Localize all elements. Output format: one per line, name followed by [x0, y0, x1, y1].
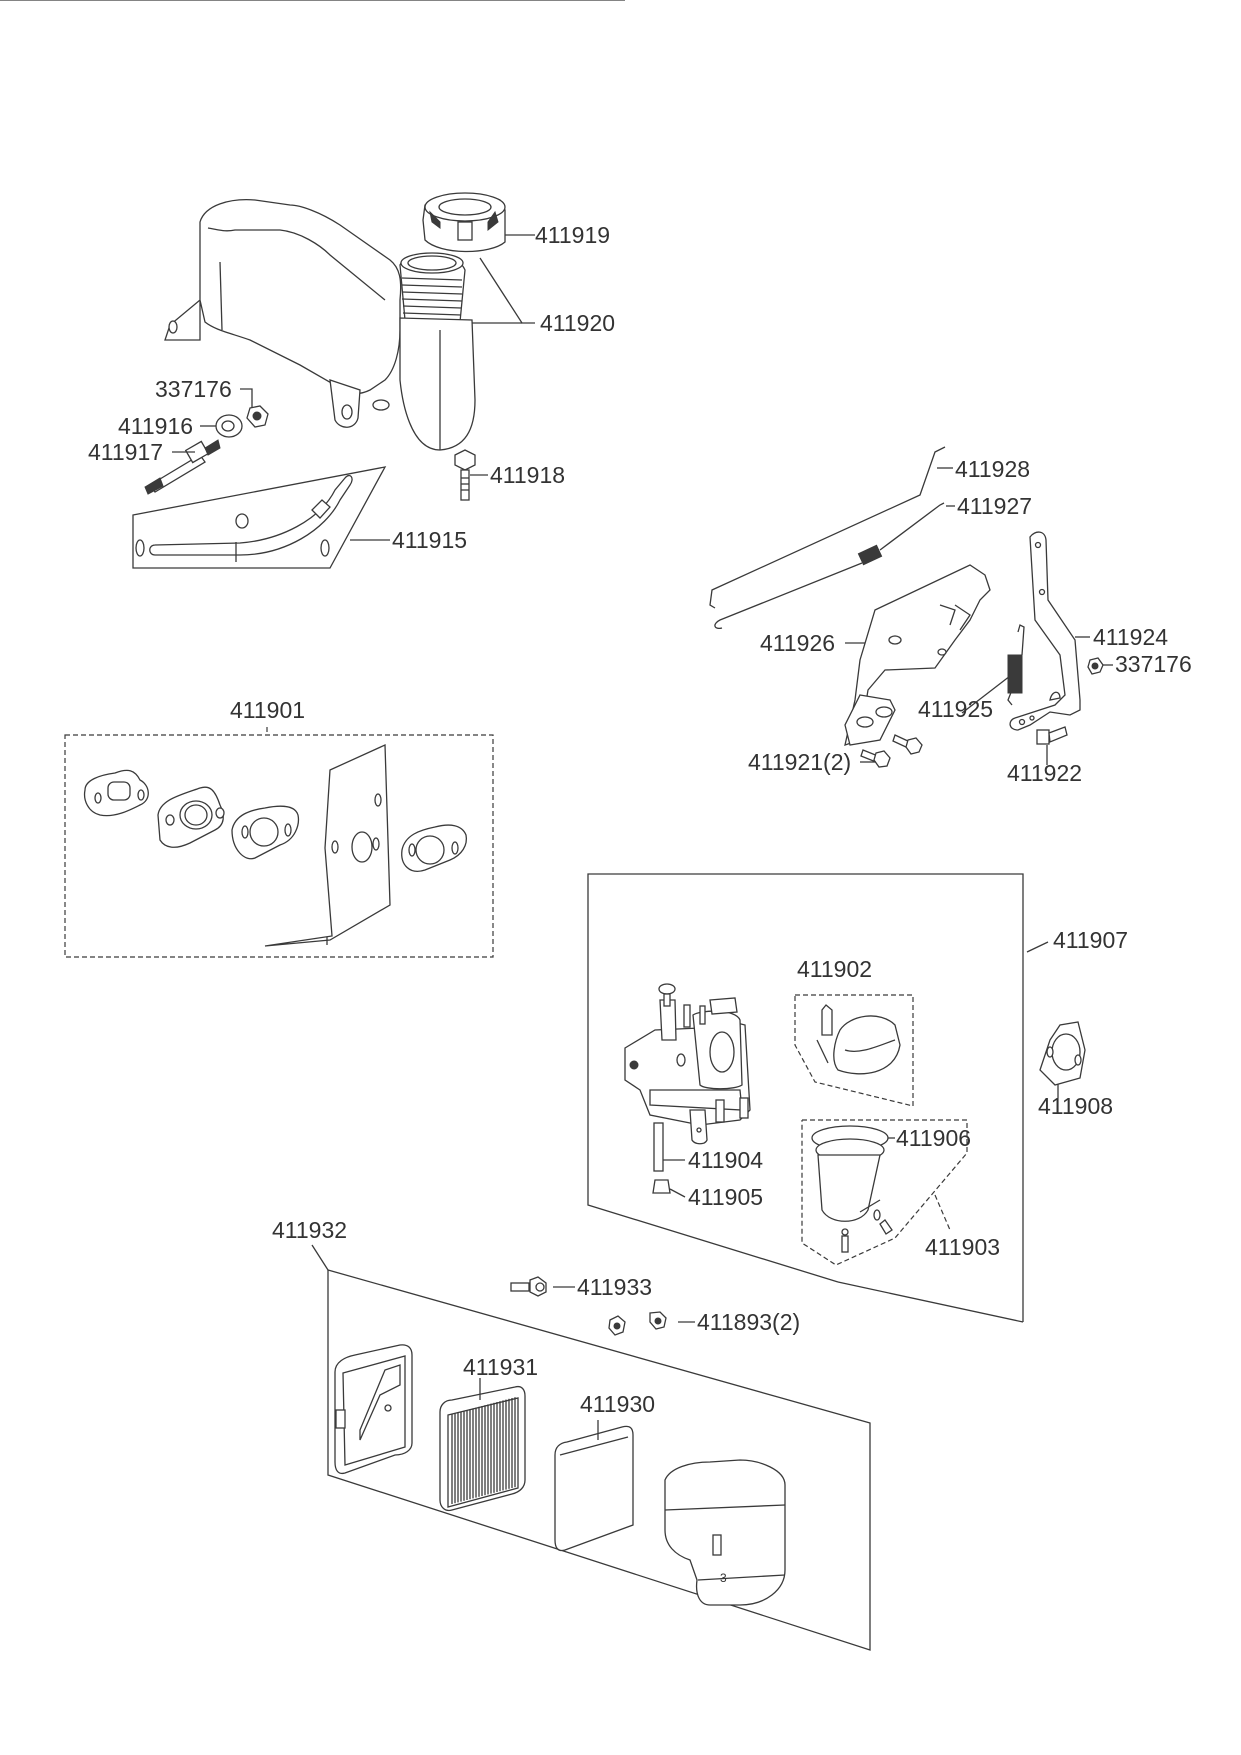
- tank-bolt[interactable]: [454, 449, 476, 501]
- emulsion-tube[interactable]: [653, 1122, 685, 1172]
- part-label-411926[interactable]: 411926: [760, 630, 835, 656]
- part-label-411925[interactable]: 411925: [918, 696, 993, 722]
- part-label-411907[interactable]: 411907: [1053, 927, 1128, 953]
- carburetor-body[interactable]: [624, 983, 751, 1145]
- lever-screw[interactable]: [1036, 726, 1068, 745]
- part-label-411920[interactable]: 411920: [540, 310, 615, 336]
- gasket-kit-group: 411901: [64, 697, 494, 958]
- part-label-411905[interactable]: 411905: [688, 1184, 763, 1210]
- carburetor-boundary: [587, 873, 1024, 1322]
- part-label-411922[interactable]: 411922: [1007, 760, 1082, 786]
- gasket-2[interactable]: [231, 805, 300, 860]
- part-label-411932[interactable]: 411932: [272, 1217, 347, 1243]
- carburetor-gasket[interactable]: [1039, 1021, 1086, 1098]
- heat-shield[interactable]: [264, 744, 391, 947]
- part-label-411921[interactable]: 411921(2): [748, 749, 851, 775]
- gasket-kit-boundary: [64, 734, 494, 958]
- governor-bracket[interactable]: [844, 564, 991, 746]
- cover-mark: 3: [720, 1571, 727, 1585]
- fuel-line-kit[interactable]: [132, 466, 387, 569]
- lever-nut[interactable]: [1087, 657, 1104, 675]
- bracket-bolts[interactable]: [860, 734, 923, 768]
- air-filter-nuts[interactable]: [0, 0, 695, 1336]
- governor-spring[interactable]: [1007, 624, 1025, 706]
- part-label-411916[interactable]: 411916: [118, 413, 193, 439]
- fuel-tank[interactable]: [164, 199, 402, 395]
- part-label-411924[interactable]: 411924: [1093, 624, 1168, 650]
- drain-plug[interactable]: [652, 1179, 686, 1198]
- air-filter-base[interactable]: [334, 1344, 413, 1475]
- air-filter-boundary: [327, 1269, 871, 1651]
- governor-linkage-group: 411928 411927 411926 411924 337176 41192…: [709, 446, 1192, 786]
- part-label-411927[interactable]: 411927: [957, 493, 1032, 519]
- float-kit[interactable]: [816, 1004, 901, 1075]
- part-label-411893[interactable]: 411893(2): [697, 1309, 800, 1335]
- part-label-411908[interactable]: 411908: [1038, 1093, 1113, 1119]
- part-label-411930[interactable]: 411930: [580, 1391, 655, 1417]
- gasket-3[interactable]: [401, 824, 468, 872]
- float-bowl[interactable]: [811, 1125, 895, 1253]
- part-label-411903[interactable]: 411903: [925, 1234, 1000, 1260]
- governor-rod[interactable]: [709, 446, 946, 609]
- part-label-411917[interactable]: 411917: [88, 439, 163, 465]
- part-label-411933[interactable]: 411933: [577, 1274, 652, 1300]
- part-label-411919[interactable]: 411919: [535, 222, 610, 248]
- tank-washer[interactable]: [215, 414, 243, 438]
- part-label-411931[interactable]: 411931: [463, 1354, 538, 1380]
- part-label-337176-tank[interactable]: 337176: [155, 376, 232, 402]
- air-filter-group: 411932 411933 411893(2): [0, 0, 871, 1651]
- governor-lever[interactable]: [1009, 531, 1081, 731]
- air-filter-cover[interactable]: 3: [664, 1459, 786, 1606]
- part-label-411915[interactable]: 411915: [392, 527, 467, 553]
- part-label-411901[interactable]: 411901: [230, 697, 305, 723]
- part-label-411902[interactable]: 411902: [797, 956, 872, 982]
- pre-filter[interactable]: [554, 1420, 634, 1552]
- bowl-kit-boundary: [801, 1119, 968, 1266]
- filter-pleats: [451, 1397, 516, 1504]
- float-kit-boundary: [794, 994, 914, 1107]
- insulator[interactable]: [157, 786, 225, 848]
- carburetor-group: 411907 411902: [587, 873, 1128, 1323]
- tank-nut[interactable]: [246, 405, 269, 428]
- fuel-cap[interactable]: [422, 192, 506, 253]
- spring-link[interactable]: [714, 502, 945, 630]
- part-label-411906[interactable]: 411906: [896, 1125, 971, 1151]
- part-label-411918[interactable]: 411918: [490, 462, 565, 488]
- fuel-tank-group: 411919 411920 337176 411916 411917 41191…: [88, 192, 615, 569]
- mounting-stud[interactable]: [144, 439, 221, 495]
- air-filter-element[interactable]: [439, 1378, 526, 1512]
- part-label-411904[interactable]: 411904: [688, 1147, 763, 1173]
- part-label-411928[interactable]: 411928: [955, 456, 1030, 482]
- air-filter-bolt[interactable]: [510, 1276, 575, 1297]
- part-label-337176-lever[interactable]: 337176: [1115, 651, 1192, 677]
- gasket-1[interactable]: [83, 769, 149, 817]
